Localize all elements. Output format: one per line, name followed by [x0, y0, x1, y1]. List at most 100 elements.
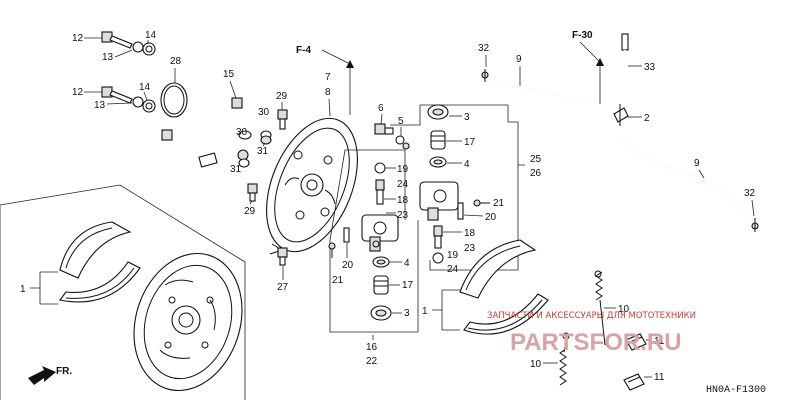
- o-ring-28: [160, 82, 188, 118]
- label-9: 9: [516, 54, 522, 65]
- bolt-27: [269, 243, 288, 266]
- assembly-bracket-16: [329, 149, 419, 333]
- label-23: 23: [397, 210, 409, 221]
- pin-20-left: [343, 227, 350, 243]
- label-1: 1: [20, 284, 26, 295]
- front-marker: FR.: [56, 366, 72, 377]
- label-13: 13: [94, 100, 106, 111]
- ref-code-f4: F-4: [296, 45, 311, 56]
- leader-1-right: [432, 289, 460, 331]
- label-29: 29: [244, 206, 256, 217]
- bolt-12-upper: [101, 31, 156, 56]
- label-18: 18: [397, 195, 409, 206]
- label-3: 3: [464, 112, 470, 123]
- label-27: 27: [277, 282, 289, 293]
- label-30: 30: [236, 127, 248, 138]
- clip-11-lower: [623, 373, 645, 391]
- washer-5: [395, 135, 410, 150]
- ref-code-f30: F-30: [572, 30, 593, 41]
- label-10: 10: [618, 304, 630, 315]
- label-1: 1: [422, 306, 428, 317]
- label-28: 28: [170, 56, 182, 67]
- label-25: 25: [530, 154, 542, 165]
- seal-4-right: [429, 156, 447, 168]
- washer-30-lower: [237, 130, 252, 168]
- watermark-logo: PARTSFOR.RU: [510, 329, 682, 356]
- washer-30-upper: [260, 130, 272, 145]
- bleed-valve-18-left: [374, 162, 386, 205]
- front-direction-arrow-icon: [28, 366, 56, 385]
- label-21: 21: [493, 198, 505, 209]
- label-2: 2: [644, 113, 650, 124]
- label-23: 23: [464, 243, 476, 254]
- piston-17-left: [373, 275, 389, 295]
- leader-1-left: [30, 271, 58, 305]
- label-12: 12: [72, 87, 84, 98]
- brake-shoe-lower-left: [59, 221, 141, 303]
- label-33: 33: [644, 62, 656, 73]
- label-24: 24: [447, 264, 459, 275]
- label-8: 8: [325, 87, 331, 98]
- piston-17-right: [430, 130, 446, 150]
- label-21: 21: [332, 275, 344, 286]
- brake-hose-15: [161, 97, 243, 168]
- seal-4-left: [372, 256, 390, 268]
- bolt-29-lower: [247, 183, 258, 202]
- bolt-6: [374, 123, 394, 135]
- label-5: 5: [398, 116, 404, 127]
- label-22: 22: [366, 356, 378, 367]
- label-16: 16: [366, 342, 378, 353]
- brake-panel-assembly-outline: [0, 184, 246, 400]
- label-32: 32: [478, 43, 490, 54]
- label-7: 7: [325, 72, 331, 83]
- label-14: 14: [139, 82, 151, 93]
- boot-3-left: [370, 305, 392, 321]
- label-14: 14: [145, 30, 157, 41]
- brake-panel-upper: [266, 117, 358, 253]
- screw-21-left: [328, 242, 336, 258]
- label-29: 29: [276, 91, 288, 102]
- label-4: 4: [404, 258, 410, 269]
- boot-3-right: [427, 104, 449, 120]
- label-31: 31: [257, 146, 269, 157]
- label-4: 4: [464, 159, 470, 170]
- label-31: 31: [230, 164, 242, 175]
- label-26: 26: [530, 168, 542, 179]
- pin-20-right: [457, 202, 464, 220]
- label-20: 20: [485, 212, 497, 223]
- label-3: 3: [404, 308, 410, 319]
- label-10: 10: [530, 359, 542, 370]
- screw-21-right: [473, 199, 490, 207]
- spring-10-lower: [559, 332, 570, 386]
- rod-9-upper: [481, 69, 601, 105]
- label-12: 12: [72, 33, 84, 44]
- wheel-cylinder-left: [361, 214, 399, 252]
- label-17: 17: [402, 280, 414, 291]
- clamp-2: [613, 104, 629, 126]
- label-19: 19: [447, 250, 459, 261]
- brake-shoe-right: [459, 239, 549, 335]
- rod-9-lower: [621, 139, 759, 232]
- label-24: 24: [397, 179, 409, 190]
- diagram-code: HN0A-F1300: [706, 385, 766, 396]
- spring-10-upper: [594, 270, 606, 346]
- watermark-caption: ЗАПЧАСТИ И АКСЕССУАРЫ ДЛЯ МОТОТЕХНИКИ: [487, 311, 696, 321]
- label-15: 15: [223, 69, 235, 80]
- label-11: 11: [654, 372, 665, 383]
- bolt-29-upper: [277, 109, 288, 130]
- label-32: 32: [744, 188, 756, 199]
- label-20: 20: [342, 260, 354, 271]
- hose-33: [619, 33, 629, 97]
- label-17: 17: [464, 137, 476, 148]
- label-11: 11: [654, 336, 665, 347]
- label-18: 18: [464, 228, 476, 239]
- clip-11-upper: [625, 333, 647, 351]
- label-6: 6: [378, 103, 384, 114]
- brake-panel-lower: [133, 252, 243, 392]
- assembly-bracket-25: [390, 104, 525, 271]
- wheel-cylinder-right: [419, 181, 459, 221]
- label-9: 9: [694, 158, 700, 169]
- label-13: 13: [102, 52, 114, 63]
- label-19: 19: [397, 164, 409, 175]
